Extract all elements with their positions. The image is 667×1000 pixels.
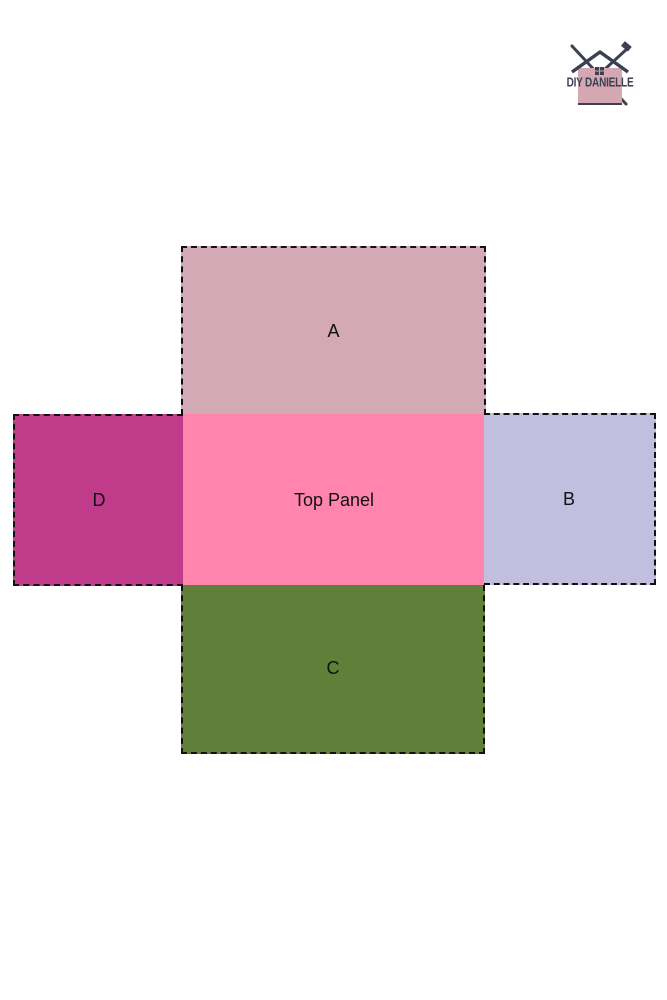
panel-d: D xyxy=(13,414,183,586)
panel-d-label: D xyxy=(92,489,106,510)
panel-b: B xyxy=(484,413,656,585)
top-panel: Top Panel xyxy=(183,414,485,586)
panel-c: C xyxy=(181,585,485,754)
logo-text: DIY DANIELLE xyxy=(566,76,634,91)
panel-c-label: C xyxy=(326,658,340,678)
panel-a-label: A xyxy=(327,321,340,341)
top-panel-label: Top Panel xyxy=(293,489,375,510)
diy-danielle-logo: DIY DANIELLE xyxy=(566,40,634,112)
panel-b-label: B xyxy=(562,488,575,509)
house-tools-icon xyxy=(570,41,632,106)
panel-a: A xyxy=(181,246,486,415)
